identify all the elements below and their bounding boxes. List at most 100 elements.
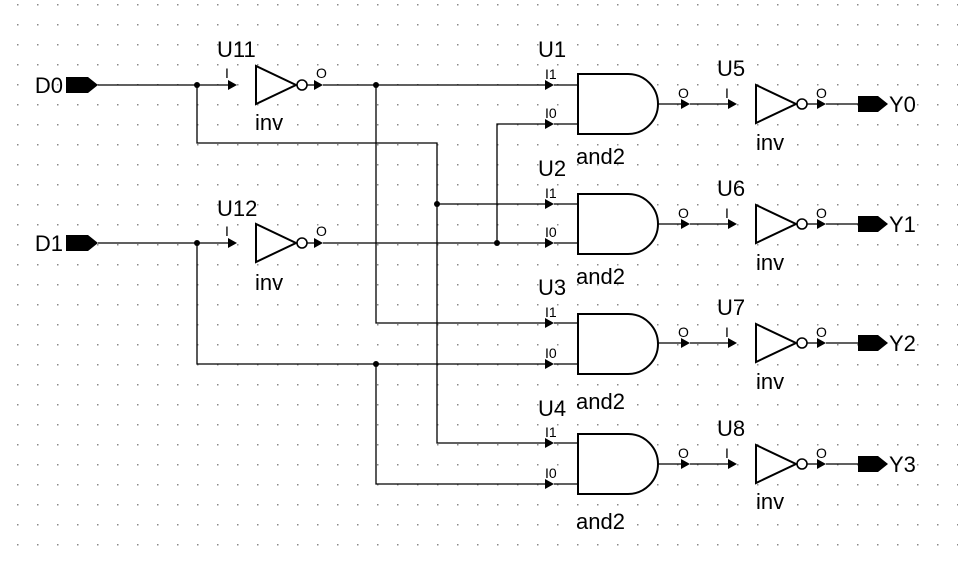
pin-arrow-icon — [681, 338, 690, 348]
input-port-arrow-icon — [66, 77, 98, 93]
junction-dot — [434, 201, 440, 207]
pin-label: I0 — [545, 224, 557, 240]
input-port-arrow-icon — [66, 235, 98, 251]
pin-arrow-icon — [545, 199, 554, 209]
output-port-y3[interactable]: Y3 — [858, 452, 916, 477]
inverter-bubble-icon — [296, 79, 308, 91]
and-gate-symbol-icon — [577, 73, 659, 135]
gate-cell-name: inv — [255, 270, 283, 295]
output-port-y1[interactable]: Y1 — [858, 212, 916, 237]
pin-arrow-icon — [228, 80, 237, 90]
inverter-symbol-icon — [755, 203, 799, 245]
gate-cell-name: inv — [756, 130, 784, 155]
inverter-u11[interactable]: U11 I O inv — [217, 37, 327, 135]
input-port-d0[interactable]: D0 — [35, 73, 98, 98]
gate-ref: U4 — [538, 396, 566, 421]
wire-u12-out[interactable] — [323, 123, 545, 244]
pin-label: I1 — [545, 304, 557, 320]
output-port-y0[interactable]: Y0 — [858, 92, 916, 117]
pin-arrow-icon — [681, 459, 690, 469]
junction-dot — [194, 82, 200, 88]
port-label: Y0 — [889, 92, 916, 117]
gate-cell-name: inv — [756, 489, 784, 514]
pin-arrow-icon — [681, 219, 690, 229]
pin-label: I — [725, 324, 729, 340]
wire-d1[interactable] — [98, 242, 545, 485]
pin-label: O — [316, 223, 327, 239]
pin-arrow-icon — [545, 438, 554, 448]
inverter-u5[interactable]: U5 I O inv — [717, 56, 827, 155]
inverter-u6[interactable]: U6 I O inv — [717, 176, 827, 275]
pin-label: O — [678, 85, 689, 101]
pin-label: O — [678, 445, 689, 461]
pin-arrow-icon — [314, 80, 323, 90]
port-label: Y2 — [889, 331, 916, 356]
inverter-symbol-icon — [755, 83, 799, 125]
output-port-arrow-icon — [858, 96, 888, 112]
gate-cell-name: and2 — [576, 389, 625, 414]
gate-ref: U5 — [717, 56, 745, 81]
inverter-bubble-icon — [796, 218, 808, 230]
junctions — [194, 82, 500, 367]
pin-arrow-icon — [545, 119, 554, 129]
pin-label: O — [816, 85, 827, 101]
gate-ref: U2 — [538, 156, 566, 181]
output-port-arrow-icon — [858, 335, 888, 351]
pin-label: I — [225, 65, 229, 81]
pin-label: I — [725, 205, 729, 221]
gate-cell-name: inv — [255, 110, 283, 135]
pin-arrow-icon — [817, 459, 826, 469]
and-gate-symbol-icon — [577, 433, 659, 495]
pin-arrow-icon — [545, 318, 554, 328]
pin-arrow-icon — [681, 99, 690, 109]
port-label: Y3 — [889, 452, 916, 477]
pin-label: I1 — [545, 424, 557, 440]
and-gate-u2[interactable]: U2 I1 I0 O and2 — [538, 156, 690, 289]
grid-dots — [17, 4, 958, 546]
pin-arrow-icon — [817, 99, 826, 109]
pin-arrow-icon — [228, 238, 237, 248]
pin-label: O — [816, 324, 827, 340]
output-port-arrow-icon — [858, 456, 888, 472]
pin-label: I — [225, 223, 229, 239]
pin-arrow-icon — [728, 459, 737, 469]
inverter-u8[interactable]: U8 I O inv — [717, 416, 827, 514]
pin-arrow-icon — [545, 80, 554, 90]
pin-label: I0 — [545, 105, 557, 121]
gate-ref: U3 — [538, 275, 566, 300]
gate-cell-name: and2 — [576, 144, 625, 169]
inverter-symbol-icon — [755, 322, 799, 364]
and-gate-u3[interactable]: U3 I1 I0 O and2 — [538, 275, 690, 414]
gate-ref: U12 — [217, 196, 257, 221]
wire-d0[interactable] — [98, 84, 545, 444]
and-gate-symbol-icon — [577, 313, 659, 375]
wire-u11-out[interactable] — [323, 84, 545, 324]
and-gate-symbol-icon — [577, 193, 659, 255]
junction-dot — [373, 361, 379, 367]
port-label: Y1 — [889, 212, 916, 237]
input-port-d1[interactable]: D1 — [35, 231, 98, 256]
wires — [98, 84, 858, 485]
pin-arrow-icon — [728, 219, 737, 229]
gate-ref: U1 — [538, 37, 566, 62]
inverter-u12[interactable]: U12 I O inv — [217, 196, 327, 295]
pin-arrow-icon — [728, 99, 737, 109]
pin-label: I0 — [545, 345, 557, 361]
gate-cell-name: and2 — [576, 509, 625, 534]
output-port-y2[interactable]: Y2 — [858, 331, 916, 356]
inverter-symbol-icon — [255, 64, 299, 106]
junction-dot — [494, 240, 500, 246]
and-gate-u1[interactable]: U1 I1 I0 O and2 — [538, 37, 690, 169]
inverter-u7[interactable]: U7 I O inv — [717, 295, 827, 394]
gate-cell-name: and2 — [576, 264, 625, 289]
pin-arrow-icon — [545, 238, 554, 248]
pin-label: O — [678, 324, 689, 340]
and-gate-u4[interactable]: U4 I1 I0 O and2 — [538, 396, 690, 534]
gate-ref: U11 — [217, 37, 256, 62]
port-label: D1 — [35, 231, 63, 256]
pin-label: I — [725, 85, 729, 101]
pin-arrow-icon — [728, 338, 737, 348]
pin-arrow-icon — [817, 219, 826, 229]
inverter-symbol-icon — [755, 443, 799, 485]
